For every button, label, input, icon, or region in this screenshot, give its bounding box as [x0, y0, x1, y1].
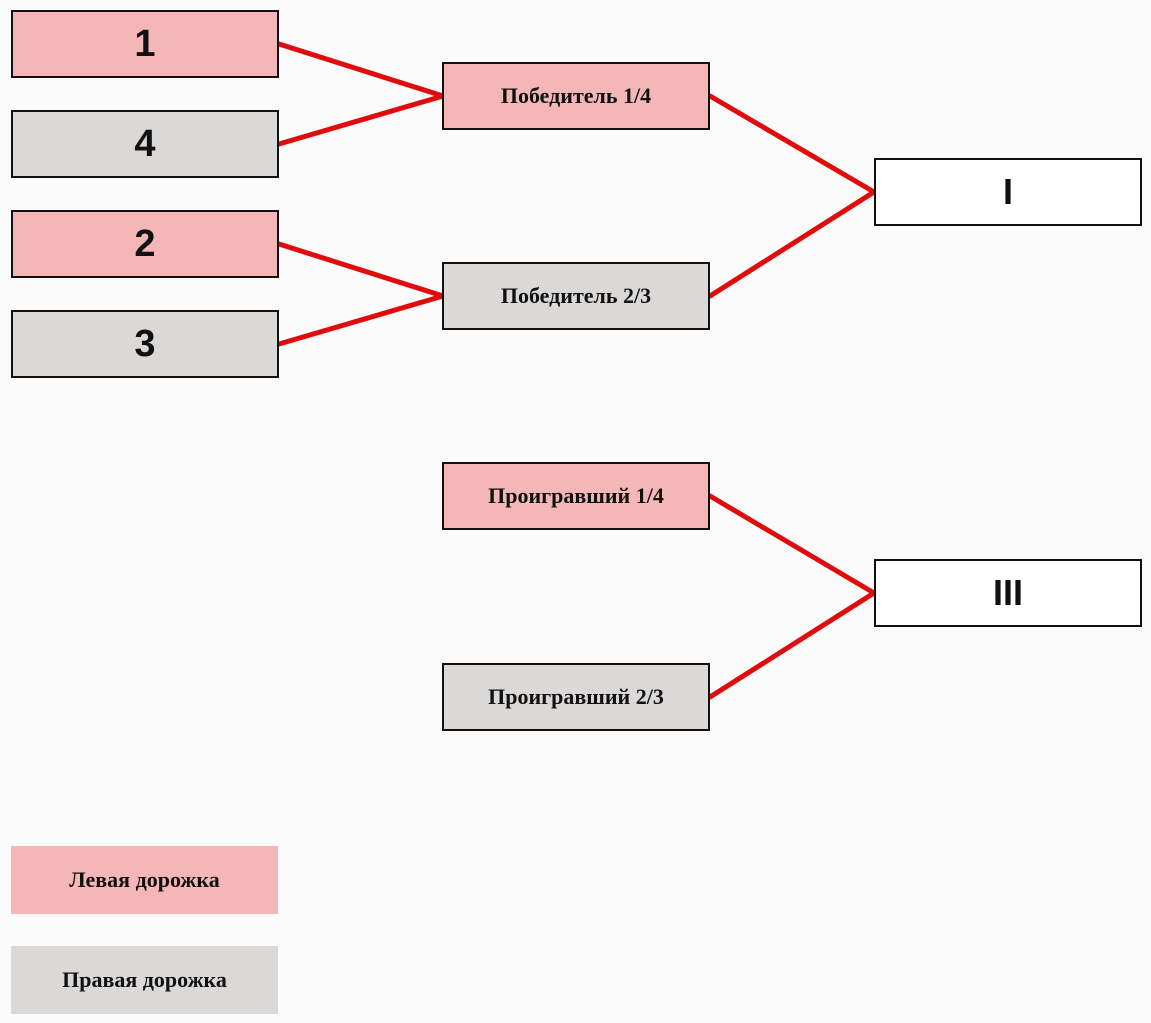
third-place-label: III	[992, 572, 1023, 613]
third-place-box: III	[874, 559, 1142, 627]
first-place-label: I	[1002, 171, 1013, 212]
loser-1-4-label: Проигравший 1/4	[488, 483, 664, 508]
connector-seed2-to-winner23	[276, 241, 446, 299]
loser-1-4-box: Проигравший 1/4	[442, 462, 710, 530]
legend-right-lane: Правая дорожка	[11, 946, 278, 1014]
seed-2-label: 2	[134, 222, 156, 265]
connector-winner14-to-first	[707, 93, 877, 195]
seed-4-box: 4	[11, 110, 279, 178]
winner-1-4-box: Победитель 1/4	[442, 62, 710, 130]
connector-seed1-to-winner14	[276, 41, 446, 99]
seed-4-label: 4	[134, 122, 156, 165]
legend-right-lane-label: Правая дорожка	[62, 967, 227, 992]
connector-loser14-to-third	[707, 493, 877, 596]
legend-left-lane-label: Левая дорожка	[69, 867, 220, 892]
loser-2-3-box: Проигравший 2/3	[442, 663, 710, 731]
connector-seed3-to-winner23	[276, 293, 446, 347]
seed-2-box: 2	[11, 210, 279, 278]
winner-2-3-box: Победитель 2/3	[442, 262, 710, 330]
seed-3-label: 3	[134, 322, 156, 365]
first-place-box: I	[874, 158, 1142, 226]
loser-2-3-label: Проигравший 2/3	[488, 684, 664, 709]
connector-winner23-to-first	[707, 189, 877, 299]
seed-1-label: 1	[134, 22, 156, 65]
connector-seed4-to-winner14	[276, 93, 446, 147]
seed-1-box: 1	[11, 10, 279, 78]
seed-3-box: 3	[11, 310, 279, 378]
connector-loser23-to-third	[707, 590, 877, 700]
winner-1-4-label: Победитель 1/4	[500, 83, 652, 108]
winner-2-3-label: Победитель 2/3	[500, 283, 652, 308]
legend-left-lane: Левая дорожка	[11, 846, 278, 914]
